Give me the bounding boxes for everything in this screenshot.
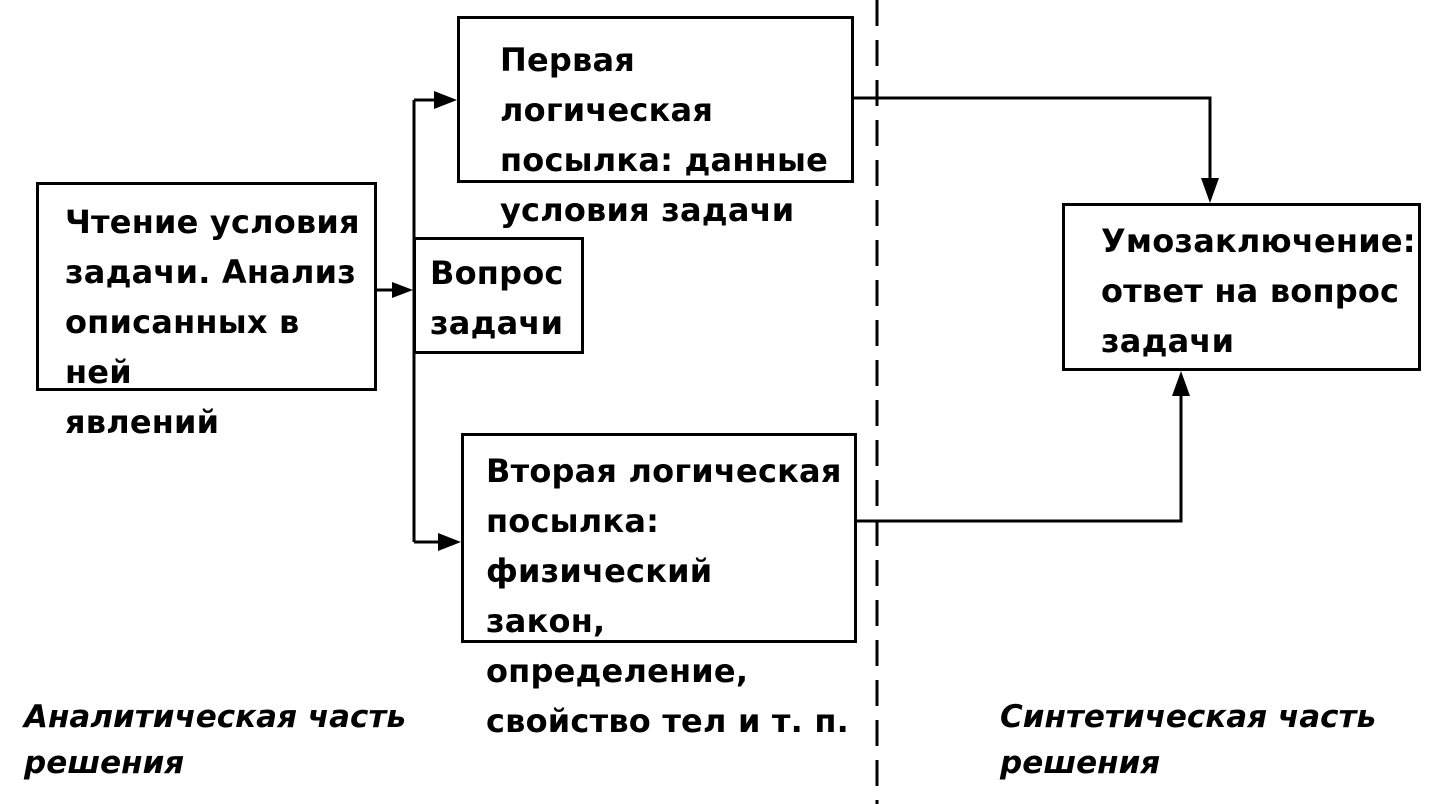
first-premise-label: Первая логическая посылка: данные услови… [500, 41, 828, 229]
connector-premise2-to-conclusion [857, 390, 1183, 523]
arrowhead-to-conclusion-bottom [1172, 371, 1190, 396]
second-premise-label: Вторая логическая посылка: физический за… [486, 452, 850, 740]
first-premise-box: Первая логическая посылка: данные услови… [457, 16, 854, 229]
second-premise-box: Вторая логическая посылка: физический за… [461, 433, 857, 740]
reading-box: Чтение условия задачи. Анализ описанных … [36, 182, 377, 441]
conclusion-box: Умозаключение: ответ на вопрос задачи [1062, 203, 1421, 371]
analytic-part-caption: Аналитическая часть решения [24, 699, 406, 781]
question-label: Вопрос задачи [430, 254, 564, 342]
arrowhead-to-premise2 [438, 533, 461, 551]
synthetic-part-caption: Синтетическая часть решения [1000, 699, 1377, 781]
arrowhead-to-conclusion-top [1201, 178, 1219, 203]
arrowhead-to-premise1 [434, 91, 457, 109]
arrowhead-to-question [392, 282, 413, 298]
reading-label: Чтение условия задачи. Анализ описанных … [65, 203, 360, 441]
conclusion-label: Умозаключение: ответ на вопрос задачи [1101, 222, 1416, 360]
question-box: Вопрос задачи [413, 237, 584, 354]
connector-premise1-to-conclusion [854, 96, 1212, 185]
